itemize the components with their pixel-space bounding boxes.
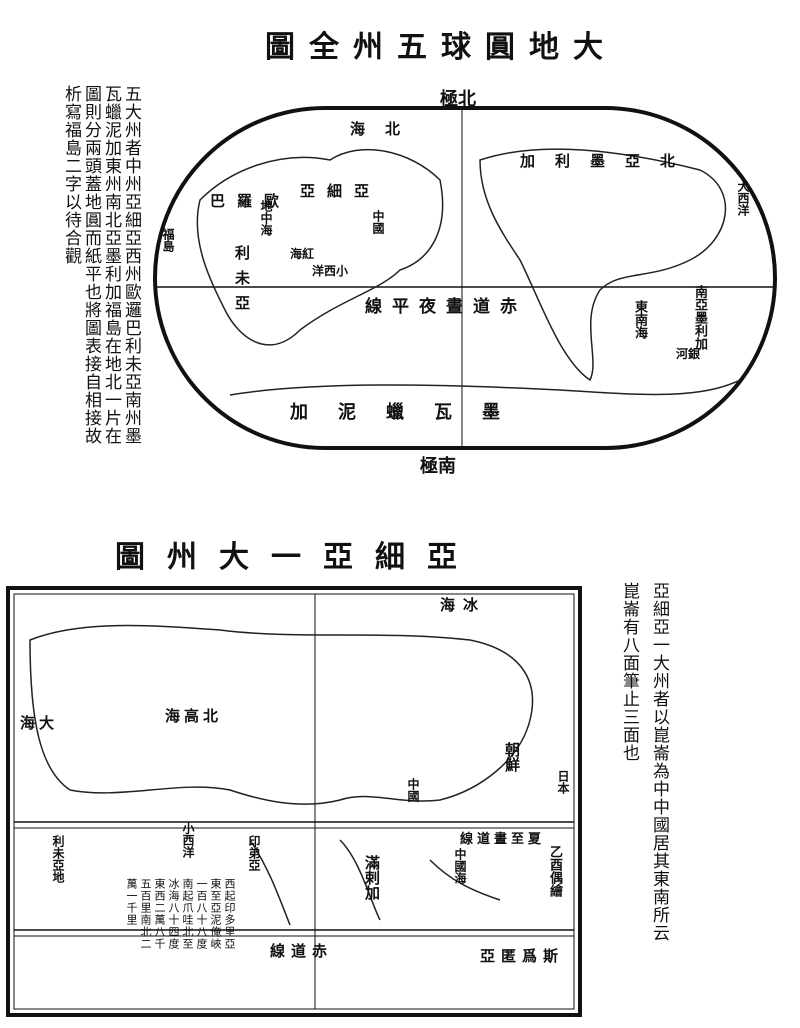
label-summer-solstice-line: 夏至晝道線: [460, 832, 546, 847]
label-africa: 利未亞: [233, 245, 251, 320]
extent-col-1: 西起印多里亞: [223, 878, 236, 950]
north-pole-label: 北極: [440, 89, 476, 110]
label-korea: 朝鮮: [503, 742, 521, 772]
label-magellanica: 墨瓦蠟泥加: [290, 402, 530, 423]
label-mediterranean: 地中海: [259, 200, 273, 236]
label-fortunate-isles: 福島: [161, 228, 175, 252]
extent-col-7: 五百里南北二: [139, 878, 152, 950]
label-north-america: 北亞墨利加: [520, 152, 696, 170]
new-world-coastline: [479, 148, 727, 382]
south-asia-coastline: [249, 839, 501, 926]
label-malacca: 滿剌加: [363, 855, 381, 900]
label-china: 中國: [371, 210, 385, 234]
world-note-col-4: 析寫福島二字以待合觀: [61, 85, 81, 265]
asia-map-title: 亞細亞一大州圖: [115, 540, 479, 575]
extent-col-8: 萬一千里: [125, 878, 138, 926]
label-japan: 日本: [556, 770, 570, 794]
label-equator: 赤道晝夜平線: [365, 297, 527, 317]
label-great-sea: 大海: [20, 714, 59, 732]
label-europe: 歐羅巴: [210, 192, 292, 210]
world-map-title: 大地圓球五州全圖: [265, 30, 617, 65]
label-north-sea: 北海: [350, 120, 421, 138]
label-asia: 亞細亞: [300, 182, 382, 200]
asia-map-frame: [6, 586, 582, 1017]
world-note-col-3: 圖則分兩頭蓋地圓而紙平也將圖表接自相接故: [81, 85, 101, 445]
signature: 乙酉偶繪: [547, 845, 562, 897]
label-ice-sea: 冰海: [440, 596, 487, 614]
old-world-coastline: [196, 148, 444, 346]
label-equator-line: 赤道線: [270, 942, 334, 960]
extent-col-6: 東西二萬八千: [153, 878, 166, 950]
label-china-sea: 中國海: [453, 848, 467, 884]
extent-col-5: 冰海八十四度: [167, 878, 180, 950]
world-map-oval: [153, 106, 777, 450]
south-pole-label: 南極: [420, 456, 456, 477]
label-silver-river: 銀河: [676, 347, 701, 361]
extent-col-2: 東至亞泥俺峽: [209, 878, 222, 950]
asia-coastline: [29, 624, 534, 805]
label-west-ocean: 大西洋: [736, 180, 750, 216]
label-southeast-sea: 東南海: [632, 300, 647, 339]
label-small-west-ocean: 小西洋: [312, 264, 349, 278]
extent-col-3: 一百八十八度: [195, 878, 208, 950]
label-north-high-sea: 北高海: [165, 707, 223, 725]
extent-col-4: 南起爪哇北至: [181, 878, 194, 950]
label-south-america: 南亞墨利加: [692, 285, 707, 350]
asia-note-col-1: 亞細亞一大州者以崑崙為中中國居其東南所云: [649, 582, 669, 942]
label-red-sea: 紅海: [290, 247, 315, 261]
asia-note-col-2: 崑崙有八面筆止三面也: [619, 582, 639, 762]
label-africa-land: 利未亞地: [51, 835, 65, 883]
southern-land-coastline: [229, 379, 741, 396]
label-india: 印弟亞: [247, 835, 261, 871]
world-note-col-2: 瓦蠟泥加東州南北亞墨利加福島在地北一片在: [101, 85, 121, 445]
label-asia-small-west-ocean: 小西洋: [181, 822, 195, 858]
label-asia-china: 中國: [406, 778, 420, 802]
world-note-col-1: 五大州者中州亞細亞西州歐邏巴利未亞南州墨: [121, 85, 141, 445]
label-sumatra: 斯爲匿亞: [480, 947, 565, 965]
